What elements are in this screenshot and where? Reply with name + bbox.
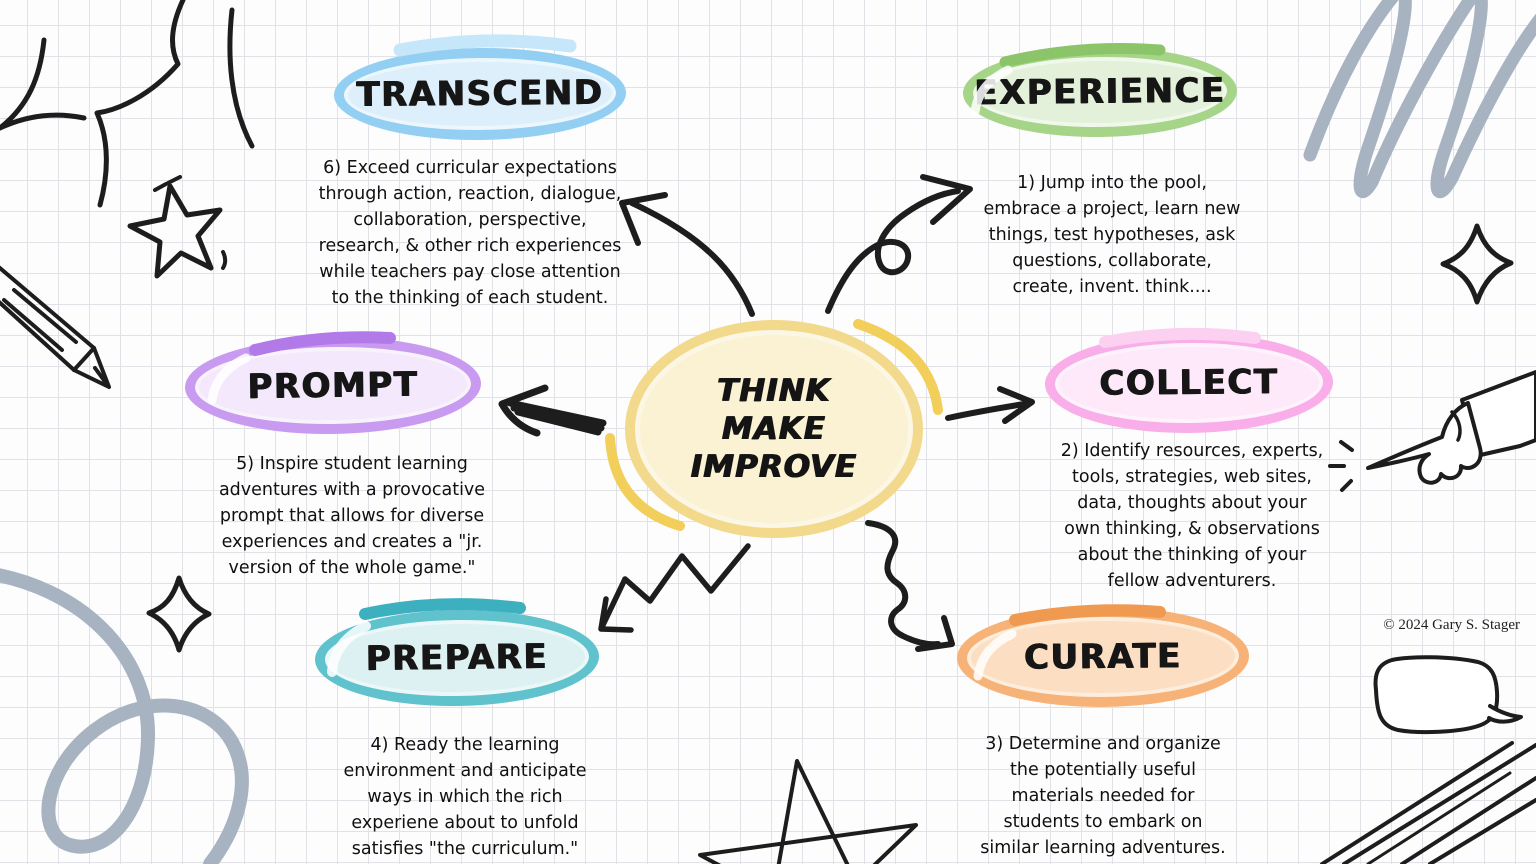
center-node-label: THINK MAKE IMPROVE bbox=[691, 372, 857, 486]
sparkle-diamond-icon bbox=[1440, 223, 1514, 305]
node-curate-label: CURATE bbox=[1023, 636, 1183, 678]
arrow-to-prompt bbox=[498, 384, 607, 437]
node-experience-label: EXPERIENCE bbox=[974, 70, 1226, 114]
speech-bubble-icon bbox=[1373, 655, 1523, 735]
arrow-to-curate bbox=[865, 520, 955, 652]
node-prompt[interactable]: PROMPT bbox=[184, 334, 482, 437]
node-curate-description: 3) Determine and organize the potentiall… bbox=[980, 734, 1226, 858]
node-experience-description: 1) Jump into the pool, embrace a project… bbox=[983, 173, 1241, 297]
copyright-text: © 2024 Gary S. Stager bbox=[1383, 617, 1520, 633]
node-transcend-label: TRANSCEND bbox=[356, 72, 604, 116]
zigzag-scribble-icon bbox=[1303, 0, 1536, 199]
node-prepare-label: PREPARE bbox=[365, 636, 549, 680]
node-prepare-description: 4) Ready the learning environment and an… bbox=[343, 735, 587, 859]
node-curate[interactable]: CURATE bbox=[956, 605, 1250, 709]
node-prompt-description: 5) Inspire student learning adventures w… bbox=[218, 454, 486, 578]
center-line-2: MAKE bbox=[721, 411, 827, 447]
sparkle-diamond-icon bbox=[146, 575, 212, 653]
star-icon bbox=[127, 175, 228, 279]
node-collect-description: 2) Identify resources, experts, tools, s… bbox=[1060, 441, 1324, 591]
node-prompt-label: PROMPT bbox=[247, 364, 419, 407]
center-node-think-make-improve[interactable]: THINK MAKE IMPROVE bbox=[625, 320, 923, 538]
arrow-to-prepare bbox=[598, 543, 751, 633]
node-transcend-description: 6) Exceed curricular expectations throug… bbox=[318, 158, 622, 308]
arrow-to-collect bbox=[945, 386, 1035, 424]
node-collect[interactable]: COLLECT bbox=[1044, 331, 1334, 435]
node-transcend[interactable]: TRANSCEND bbox=[333, 46, 627, 142]
star-outline-icon bbox=[698, 759, 918, 864]
center-line-1: THINK bbox=[717, 373, 831, 409]
center-line-3: IMPROVE bbox=[690, 449, 858, 485]
node-experience[interactable]: EXPERIENCE bbox=[962, 45, 1238, 139]
pencil-icon bbox=[0, 265, 111, 389]
loop-scribble-icon bbox=[0, 568, 249, 864]
node-prepare[interactable]: PREPARE bbox=[314, 608, 600, 708]
hatch-lines-icon bbox=[1320, 741, 1536, 864]
node-collect-label: COLLECT bbox=[1099, 362, 1279, 404]
burst-icon bbox=[0, 0, 255, 208]
